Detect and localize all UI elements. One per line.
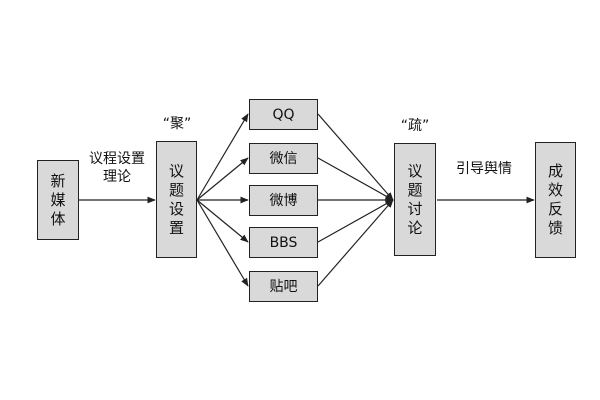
node-feedback-label: 成效反馈	[547, 162, 563, 237]
platform-weibo-label: 微博	[269, 192, 298, 209]
node-new-media-label: 新媒体	[50, 171, 66, 228]
label-gather: “聚”	[153, 116, 201, 132]
label-guide-opinion: 引导舆情	[448, 160, 520, 178]
node-agenda-discussion: 议题讨论	[394, 143, 436, 256]
label-gather-text: “聚”	[162, 116, 192, 132]
label-disperse-text: “疏”	[400, 118, 430, 134]
node-agenda-setting-label: 议题设置	[168, 161, 184, 237]
node-agenda-setting: 议题设置	[156, 141, 197, 258]
label-disperse: “疏”	[390, 118, 440, 134]
node-new-media: 新媒体	[37, 160, 79, 240]
label-guide-opinion-text: 引导舆情	[456, 161, 512, 177]
arrow-setting-to-tieba	[196, 199, 249, 287]
label-agenda-theory-line2: 理论	[103, 169, 131, 185]
arrow-setting-to-qq	[196, 113, 249, 201]
node-platform-qq: QQ	[249, 99, 318, 130]
node-agenda-discussion-label: 议题讨论	[407, 161, 423, 237]
node-platform-weixin: 微信	[249, 143, 318, 174]
platform-qq-label: QQ	[272, 106, 295, 123]
arrow-qq-to-discussion	[317, 113, 394, 201]
arrow-weixin-to-discussion	[317, 157, 394, 201]
node-platform-tieba: 贴吧	[249, 271, 318, 302]
node-feedback: 成效反馈	[535, 142, 576, 258]
label-agenda-theory: 议程设置 理论	[84, 150, 150, 186]
node-platform-weibo: 微博	[249, 185, 318, 216]
arrow-bbs-to-discussion	[317, 199, 394, 243]
platform-weixin-label: 微信	[269, 150, 298, 167]
platform-bbs-label: BBS	[269, 234, 298, 251]
arrow-setting-to-weixin	[196, 157, 249, 201]
arrow-tieba-to-discussion	[317, 199, 394, 287]
label-agenda-theory-line1: 议程设置	[89, 151, 145, 167]
arrow-setting-to-bbs	[196, 199, 249, 243]
node-platform-bbs: BBS	[249, 227, 318, 258]
platform-tieba-label: 贴吧	[269, 278, 298, 295]
